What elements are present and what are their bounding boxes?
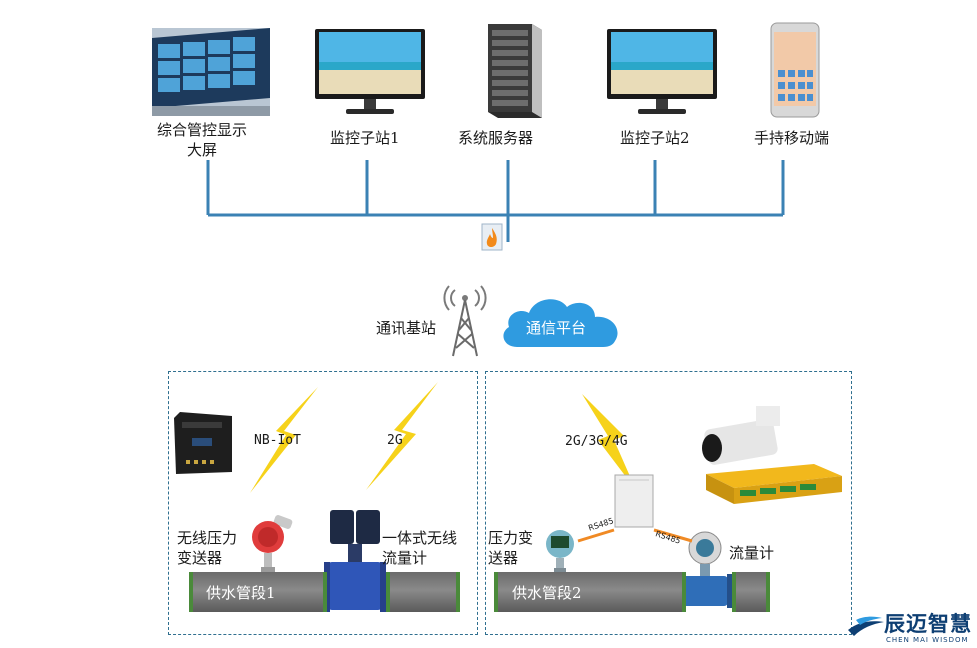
label-nbiot: NB-IoT [254, 433, 301, 448]
data-collector-box-image [614, 474, 654, 528]
label-2g-3g-4g: 2G/3G/4G [565, 434, 628, 449]
label-monitor-1: 监控子站1 [330, 129, 400, 147]
cell-tower-icon [437, 278, 493, 358]
pipe-segment-2-right [732, 572, 770, 612]
video-wall-image [152, 28, 270, 116]
label-wireless-pressure-sensor: 无线压力变送器 [177, 529, 238, 567]
label-pipe-1: 供水管段1 [206, 584, 276, 602]
server-image [482, 20, 544, 120]
pipe-segment-1 [189, 572, 327, 612]
monitor-2-image [606, 28, 718, 118]
monitor-1-image [314, 28, 426, 118]
label-video-wall: 综合管控显示大屏 [156, 121, 247, 159]
brand-logo-icon [846, 612, 886, 638]
cloud-icon [497, 293, 625, 349]
label-flowmeter: 流量计 [729, 544, 775, 562]
cellular-signal-bolt [582, 394, 636, 490]
label-2g: 2G [387, 433, 403, 448]
label-monitor-2: 监控子站2 [620, 129, 690, 147]
brand-name-en: CHEN MAI WISDOM [886, 636, 969, 644]
integrated-flowmeter-image [324, 498, 386, 618]
brand-name-cn: 辰迈智慧 [884, 612, 972, 636]
zone-1-box [168, 371, 478, 635]
label-cloud-platform: 通信平台 [526, 319, 587, 337]
label-integrated-flowmeter: 一体式无线流量计 [382, 529, 458, 567]
label-server: 系统服务器 [458, 129, 534, 147]
pipe-segment-1-right [386, 572, 460, 612]
label-pressure-transmitter: 压力变送器 [488, 529, 534, 567]
pipe-segment-2 [494, 572, 686, 612]
label-base-station: 通讯基站 [376, 319, 437, 337]
zone-2-box [485, 371, 852, 635]
nbiot-signal-bolt [250, 387, 318, 493]
firewall-icon [478, 220, 506, 252]
label-pipe-2: 供水管段2 [512, 584, 582, 602]
label-handheld: 手持移动端 [754, 129, 830, 147]
wireless-terminal-image [172, 408, 236, 478]
phone-image [770, 22, 820, 118]
camera-image [696, 404, 846, 508]
